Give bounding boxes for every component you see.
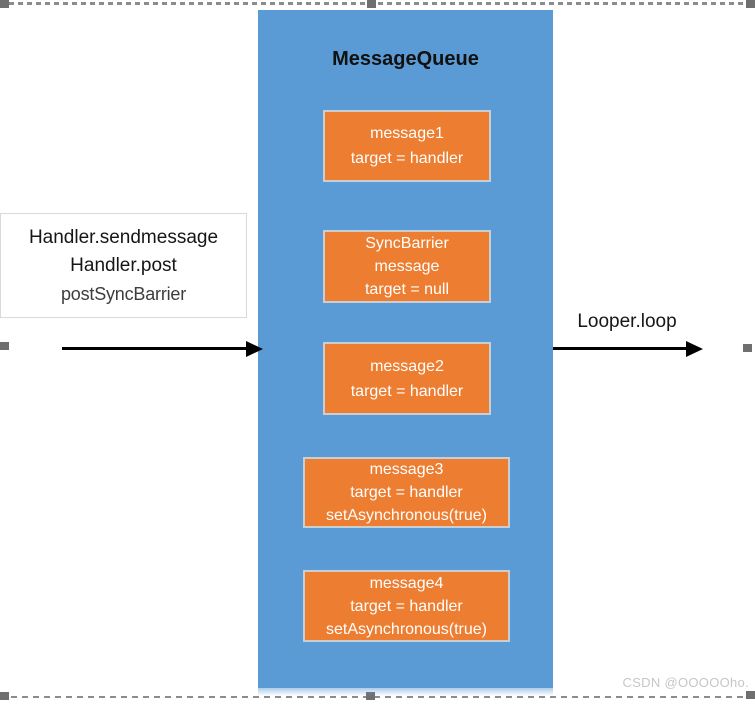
message-box-message2: message2 target = handler bbox=[323, 342, 491, 415]
csdn-watermark: CSDN @OOOOOho. bbox=[622, 675, 749, 690]
enqueue-arrow-head bbox=[246, 341, 263, 357]
producer-methods-box: Handler.sendmessage Handler.post postSyn… bbox=[0, 213, 247, 318]
selection-border-bottom bbox=[0, 696, 755, 698]
message-line: target = null bbox=[364, 281, 450, 298]
message-queue-title: MessageQueue bbox=[332, 48, 479, 70]
message-line: setAsynchronous(true) bbox=[326, 507, 487, 524]
queue-bottom-fade bbox=[258, 688, 553, 696]
message-line: target = handler bbox=[350, 484, 463, 501]
message-line: message2 bbox=[370, 357, 444, 375]
message-line: message4 bbox=[369, 574, 444, 592]
looper-loop-label: Looper.loop bbox=[577, 311, 677, 332]
resize-handle-top-right[interactable] bbox=[746, 0, 755, 8]
dequeue-arrow-line bbox=[553, 347, 687, 350]
producer-method-label: Handler.sendmessage bbox=[28, 226, 219, 248]
producer-method-label: postSyncBarrier bbox=[60, 283, 187, 304]
resize-handle-top-left[interactable] bbox=[0, 0, 9, 8]
message-line: target = handler bbox=[350, 382, 464, 400]
resize-handle-bottom-right[interactable] bbox=[746, 691, 755, 699]
dequeue-arrow-head bbox=[686, 341, 703, 357]
message-line: target = handler bbox=[350, 597, 463, 615]
message-line: message1 bbox=[370, 125, 444, 142]
message-line: message bbox=[374, 258, 440, 275]
message-box-message1: message1 target = handler bbox=[323, 110, 491, 182]
message-line: SyncBarrier bbox=[365, 235, 449, 252]
enqueue-arrow-line bbox=[62, 347, 247, 350]
message-box-message4: message4 target = handler setAsynchronou… bbox=[303, 570, 510, 642]
resize-handle-bottom-middle[interactable] bbox=[366, 692, 375, 700]
message-line: message3 bbox=[369, 461, 444, 478]
message-line: target = handler bbox=[350, 150, 464, 167]
resize-handle-middle-right[interactable] bbox=[743, 344, 752, 352]
resize-handle-middle-left[interactable] bbox=[0, 342, 9, 350]
resize-handle-bottom-left[interactable] bbox=[0, 692, 9, 700]
message-queue-container: MessageQueue message1 target = handler S… bbox=[258, 10, 553, 688]
message-line: setAsynchronous(true) bbox=[326, 620, 487, 638]
resize-handle-top-middle[interactable] bbox=[367, 0, 376, 8]
selection-border-top bbox=[0, 2, 755, 5]
message-box-message3: message3 target = handler setAsynchronou… bbox=[303, 457, 510, 528]
message-box-sync-barrier: SyncBarrier message target = null bbox=[323, 230, 491, 303]
producer-method-label: Handler.post bbox=[70, 254, 177, 276]
